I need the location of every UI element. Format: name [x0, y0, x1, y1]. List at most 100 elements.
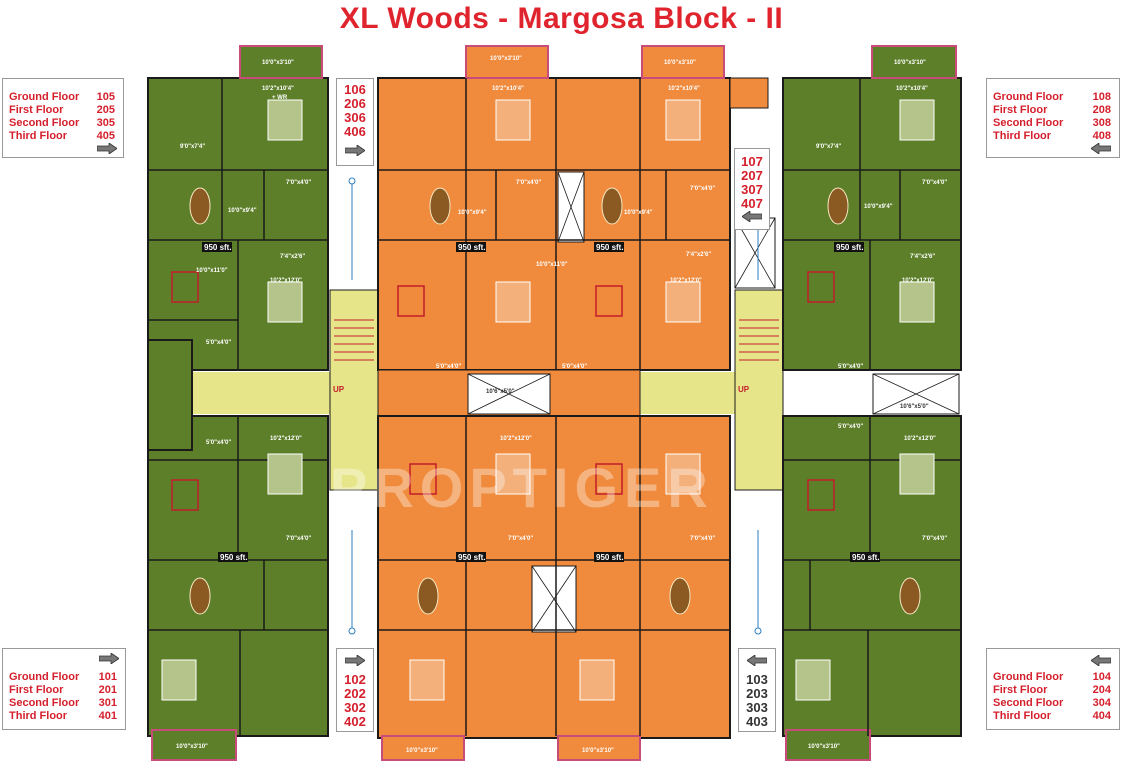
legend-floor-label: Third Floor	[993, 710, 1052, 722]
left-arrow-icon	[742, 211, 762, 222]
room-size-label: 7'0"x4'0"	[286, 180, 311, 186]
partition-walls	[148, 78, 961, 736]
room-size-label: + WR	[272, 95, 288, 101]
room-size-label: 10'2"x10'4"	[896, 86, 928, 92]
legend-unit-number: 405	[96, 130, 115, 142]
unit-number: 203	[746, 686, 768, 701]
room-size-label: 10'6"x5'0"	[900, 404, 929, 410]
legend-unit-number: 408	[1092, 130, 1111, 142]
legend-row: Third Floor 408	[993, 130, 1111, 143]
stair-treads	[334, 319, 779, 361]
legend-row: First Floor 208	[993, 104, 1111, 117]
room-size-label: 7'4"x2'6"	[910, 254, 935, 260]
room-size-label: 10'0"x9'4"	[458, 210, 487, 216]
unit-number: 103	[746, 672, 768, 687]
legend-unit-number: 308	[1092, 117, 1111, 129]
right-arrow-icon	[99, 653, 119, 664]
furniture	[189, 187, 921, 615]
room-size-label: 5'0"x4'0"	[838, 364, 863, 370]
unit-box-106: 106 206 306 406	[336, 78, 374, 166]
room-size-label: 10'2"x10'4"	[668, 86, 700, 92]
unit-number: 303	[746, 700, 768, 715]
room-size-label: 10'2"x12'0"	[904, 436, 936, 442]
legend-floor-label: Ground Floor	[993, 671, 1064, 683]
legend-unit-number: 108	[1092, 91, 1111, 103]
unit-number: 207	[741, 168, 763, 183]
shaft-lines	[348, 177, 762, 635]
unit-number: 406	[344, 124, 366, 139]
legend-unit-number: 304	[1092, 697, 1111, 709]
room-size-label: 9'0"x7'4"	[180, 144, 205, 150]
page-title: XL Woods - Margosa Block - II	[339, 2, 784, 35]
unit-box-102: 102 202 302 402	[336, 648, 374, 732]
room-size-label: 7'0"x4'0"	[516, 180, 541, 186]
legend-unit-number: 305	[96, 117, 115, 129]
legend-floor-label: Second Floor	[9, 697, 80, 709]
room-size-label: 10'2"x12'0"	[902, 278, 934, 284]
unit-number: 403	[746, 714, 768, 729]
legend-floor-label: First Floor	[9, 104, 64, 116]
legend-unit-number: 201	[98, 684, 117, 696]
room-size-label: 10'6"x5'0"	[486, 389, 515, 395]
legend-floor-label: Second Floor	[993, 117, 1064, 129]
room-size-label: 7'0"x4'0"	[690, 536, 715, 542]
room-size-label: 10'0"x3'10"	[808, 744, 840, 750]
legend-row: Third Floor 405	[9, 130, 115, 143]
room-size-label: 10'0"x3'10"	[894, 60, 926, 66]
stair-up-label: UP	[738, 385, 750, 394]
area-label: 950 sft.	[852, 553, 880, 562]
room-size-label: 5'0"x4'0"	[562, 364, 587, 370]
area-label: 950 sft.	[836, 243, 864, 252]
legend-unit-number: 205	[96, 104, 115, 116]
legend-unit-number: 401	[98, 710, 117, 722]
room-size-label: 10'2"x12'0"	[270, 436, 302, 442]
legend-floor-label: First Floor	[993, 104, 1048, 116]
room-size-label: 5'0"x4'0"	[436, 364, 461, 370]
legend-floor-label: Third Floor	[9, 130, 68, 142]
left-arrow-icon	[1091, 655, 1111, 666]
legend-row: Second Floor 301	[9, 697, 117, 710]
legend-floor-label: Third Floor	[993, 130, 1052, 142]
room-size-label: 10'0"x3'10"	[176, 744, 208, 750]
legend-floor-label: First Floor	[993, 684, 1048, 696]
room-size-label: 10'0"x9'4"	[228, 208, 257, 214]
legend-unit-number: 301	[98, 697, 117, 709]
legend-unit-number: 208	[1092, 104, 1111, 116]
room-size-label: 7'4"x2'6"	[686, 252, 711, 258]
room-size-label: 10'0"x9'4"	[864, 204, 893, 210]
unit-number: 407	[741, 196, 763, 211]
legend-floor-label: Ground Floor	[993, 91, 1064, 103]
room-size-label: 10'0"x11'0"	[196, 268, 228, 274]
room-size-label: 5'0"x4'0"	[206, 340, 231, 346]
legend-row: Third Floor 401	[9, 710, 117, 723]
left-arrow-icon	[747, 655, 767, 666]
room-size-label: 10'2"x12'0"	[500, 436, 532, 442]
legend-row: Second Floor 308	[993, 117, 1111, 130]
room-size-label: 10'0"x9'4"	[624, 210, 653, 216]
room-size-label: 5'0"x4'0"	[206, 440, 231, 446]
legend-floor-label: Third Floor	[9, 710, 68, 722]
green-wing-right	[782, 45, 962, 761]
area-label: 950 sft.	[458, 243, 486, 252]
unit-number: 402	[344, 714, 366, 729]
room-size-label: 10'0"x3'10"	[406, 748, 438, 754]
staircase-right	[734, 289, 784, 491]
unit-number: 102	[344, 672, 366, 687]
unit-number: 302	[344, 700, 366, 715]
legend-row: First Floor 205	[9, 104, 115, 117]
stair-up-label: UP	[333, 385, 345, 394]
room-size-label: 7'0"x4'0"	[922, 180, 947, 186]
unit-number: 202	[344, 686, 366, 701]
room-size-label: 7'0"x4'0"	[690, 186, 715, 192]
area-label: 950 sft.	[596, 553, 624, 562]
room-size-label: 7'0"x4'0"	[922, 536, 947, 542]
